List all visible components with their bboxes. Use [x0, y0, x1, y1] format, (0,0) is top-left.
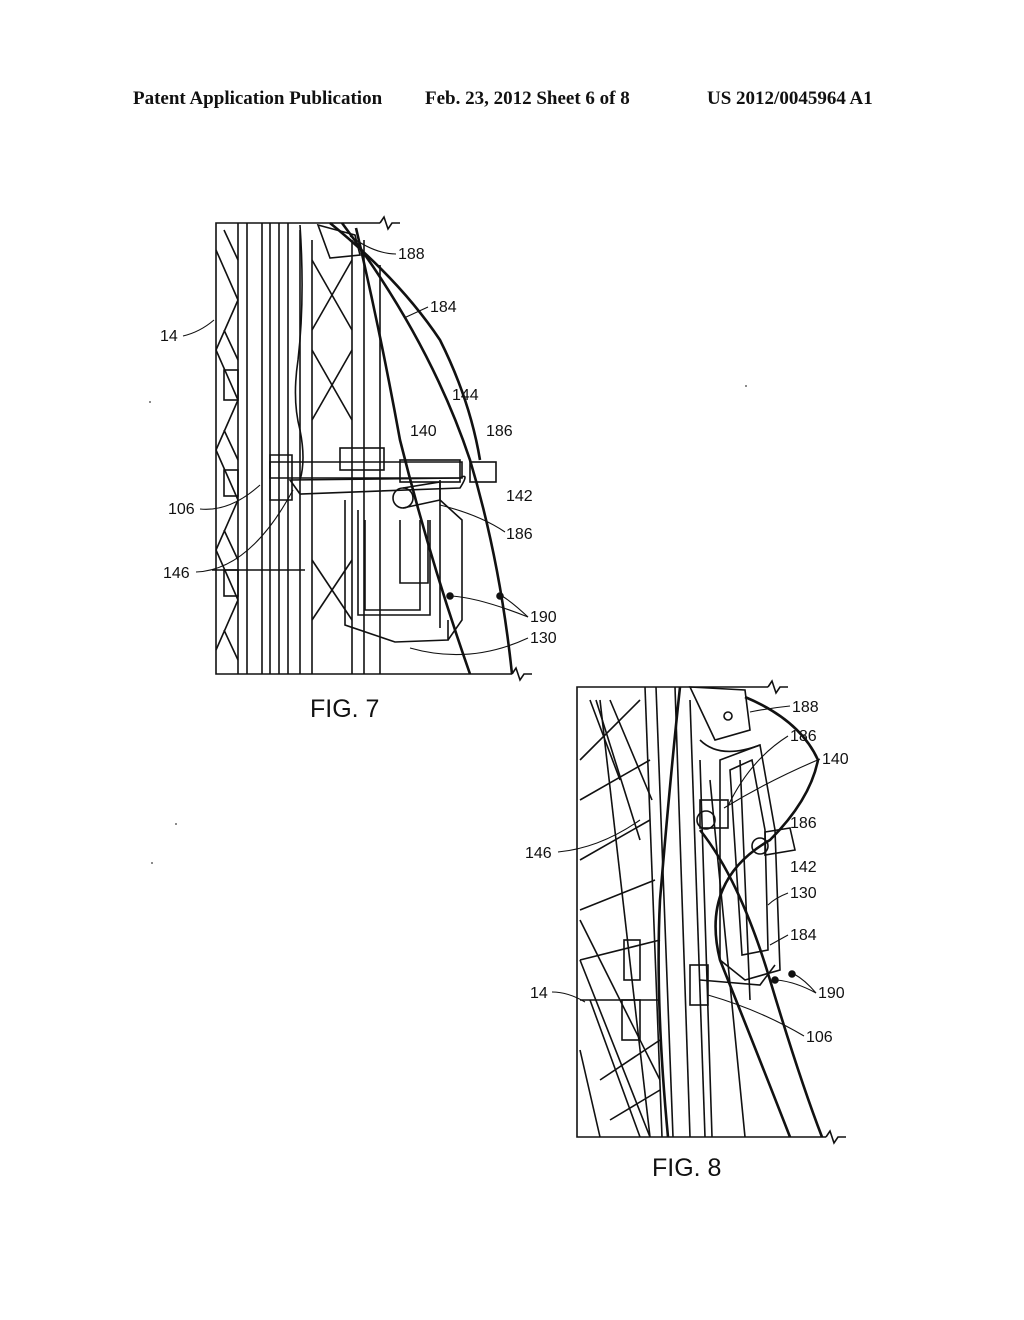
fig8-label-186b: 186	[790, 815, 817, 832]
fig7-label-144: 144	[452, 387, 479, 404]
fig8-label-140: 140	[822, 751, 849, 768]
fig8-mast	[644, 686, 761, 1138]
fig8-border	[576, 679, 846, 1145]
fig8-label-106: 106	[806, 1029, 833, 1046]
fig7-label-146: 146	[163, 565, 190, 582]
publication-label: Patent Application Publication	[133, 88, 383, 109]
fig8-label-130: 130	[790, 885, 817, 902]
fig7-label-190: 190	[530, 609, 557, 626]
fig7-label-130: 130	[530, 630, 557, 647]
fig8-frame	[696, 743, 796, 986]
fig7-label-186a: 186	[486, 423, 513, 440]
page-header: Patent Application Publication Feb. 23, …	[0, 88, 1024, 118]
fig8-cables	[657, 686, 824, 1138]
fig7-label-14: 14	[160, 328, 178, 345]
fig8-lattice-tower	[579, 699, 661, 1138]
date-sheet-label: Feb. 23, 2012 Sheet 6 of 8	[425, 88, 630, 109]
fig8-label-188: 188	[792, 699, 819, 716]
fig8-label-184: 184	[790, 927, 817, 944]
fig7-frame	[212, 480, 463, 643]
fig7-labels: 188 184 14 144 140 186 142 106 186 146 1…	[160, 235, 557, 723]
fig8-label-146: 146	[525, 845, 552, 862]
fig7-cables	[329, 221, 514, 675]
fig8-caption: FIG. 8	[652, 1154, 721, 1182]
fig7-label-188: 188	[398, 246, 425, 263]
fig8-label-190: 190	[818, 985, 845, 1002]
fig7-label-140: 140	[410, 423, 437, 440]
fig8-label-186a: 186	[790, 728, 817, 745]
fig7-label-186b: 186	[506, 526, 533, 543]
fig7-lattice-tower	[215, 223, 248, 674]
fig7-label-142: 142	[506, 488, 533, 505]
scan-specks	[149, 385, 747, 864]
fig7-label-184: 184	[430, 299, 457, 316]
fig7-arm-assembly	[269, 447, 497, 509]
patent-number: US 2012/0045964 A1	[707, 88, 873, 109]
fig7-label-106: 106	[168, 501, 195, 518]
figure-7	[212, 215, 532, 682]
fig8-labels: 188 186 140 186 146 142 130 184 14 190 1…	[525, 699, 849, 1182]
fig8-label-14: 14	[530, 985, 548, 1002]
fig8-label-142: 142	[790, 859, 817, 876]
fig7-caption: FIG. 7	[310, 695, 379, 723]
figure-8	[576, 679, 846, 1145]
fig7-mast	[261, 223, 381, 674]
